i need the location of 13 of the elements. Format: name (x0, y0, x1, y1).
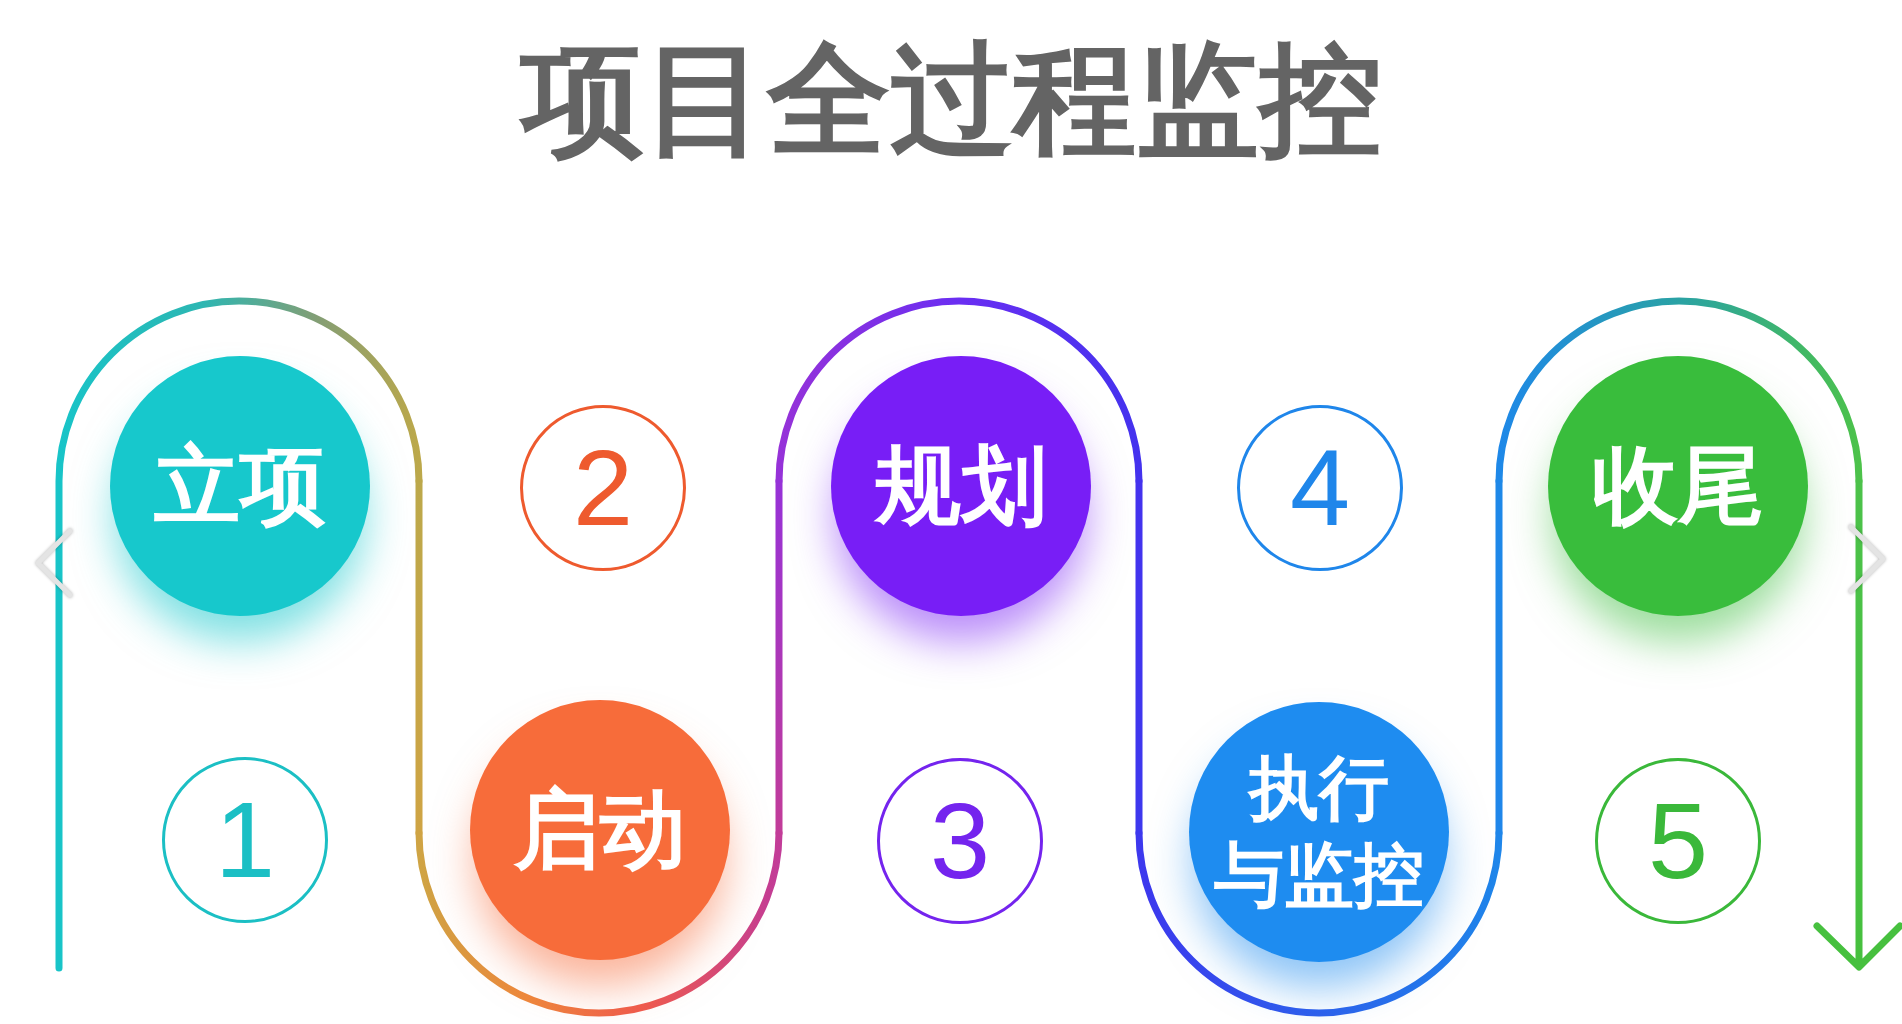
phase-label: 规划 (873, 434, 1048, 538)
phase-label: 执行与监控 (1213, 745, 1425, 918)
step-number: 2 (571, 434, 635, 542)
phase-circle (1189, 702, 1449, 962)
phase-circle (110, 356, 370, 616)
step-number: 3 (928, 787, 992, 895)
step-number: 5 (1646, 787, 1710, 895)
step-number: 1 (213, 786, 277, 894)
diagram-title: 项目全过程监控 (520, 29, 1382, 171)
phase-label: 启动 (512, 778, 687, 882)
phase-label: 收尾 (1591, 434, 1765, 538)
phase-label: 立项 (153, 434, 327, 538)
step-number: 4 (1288, 434, 1352, 542)
